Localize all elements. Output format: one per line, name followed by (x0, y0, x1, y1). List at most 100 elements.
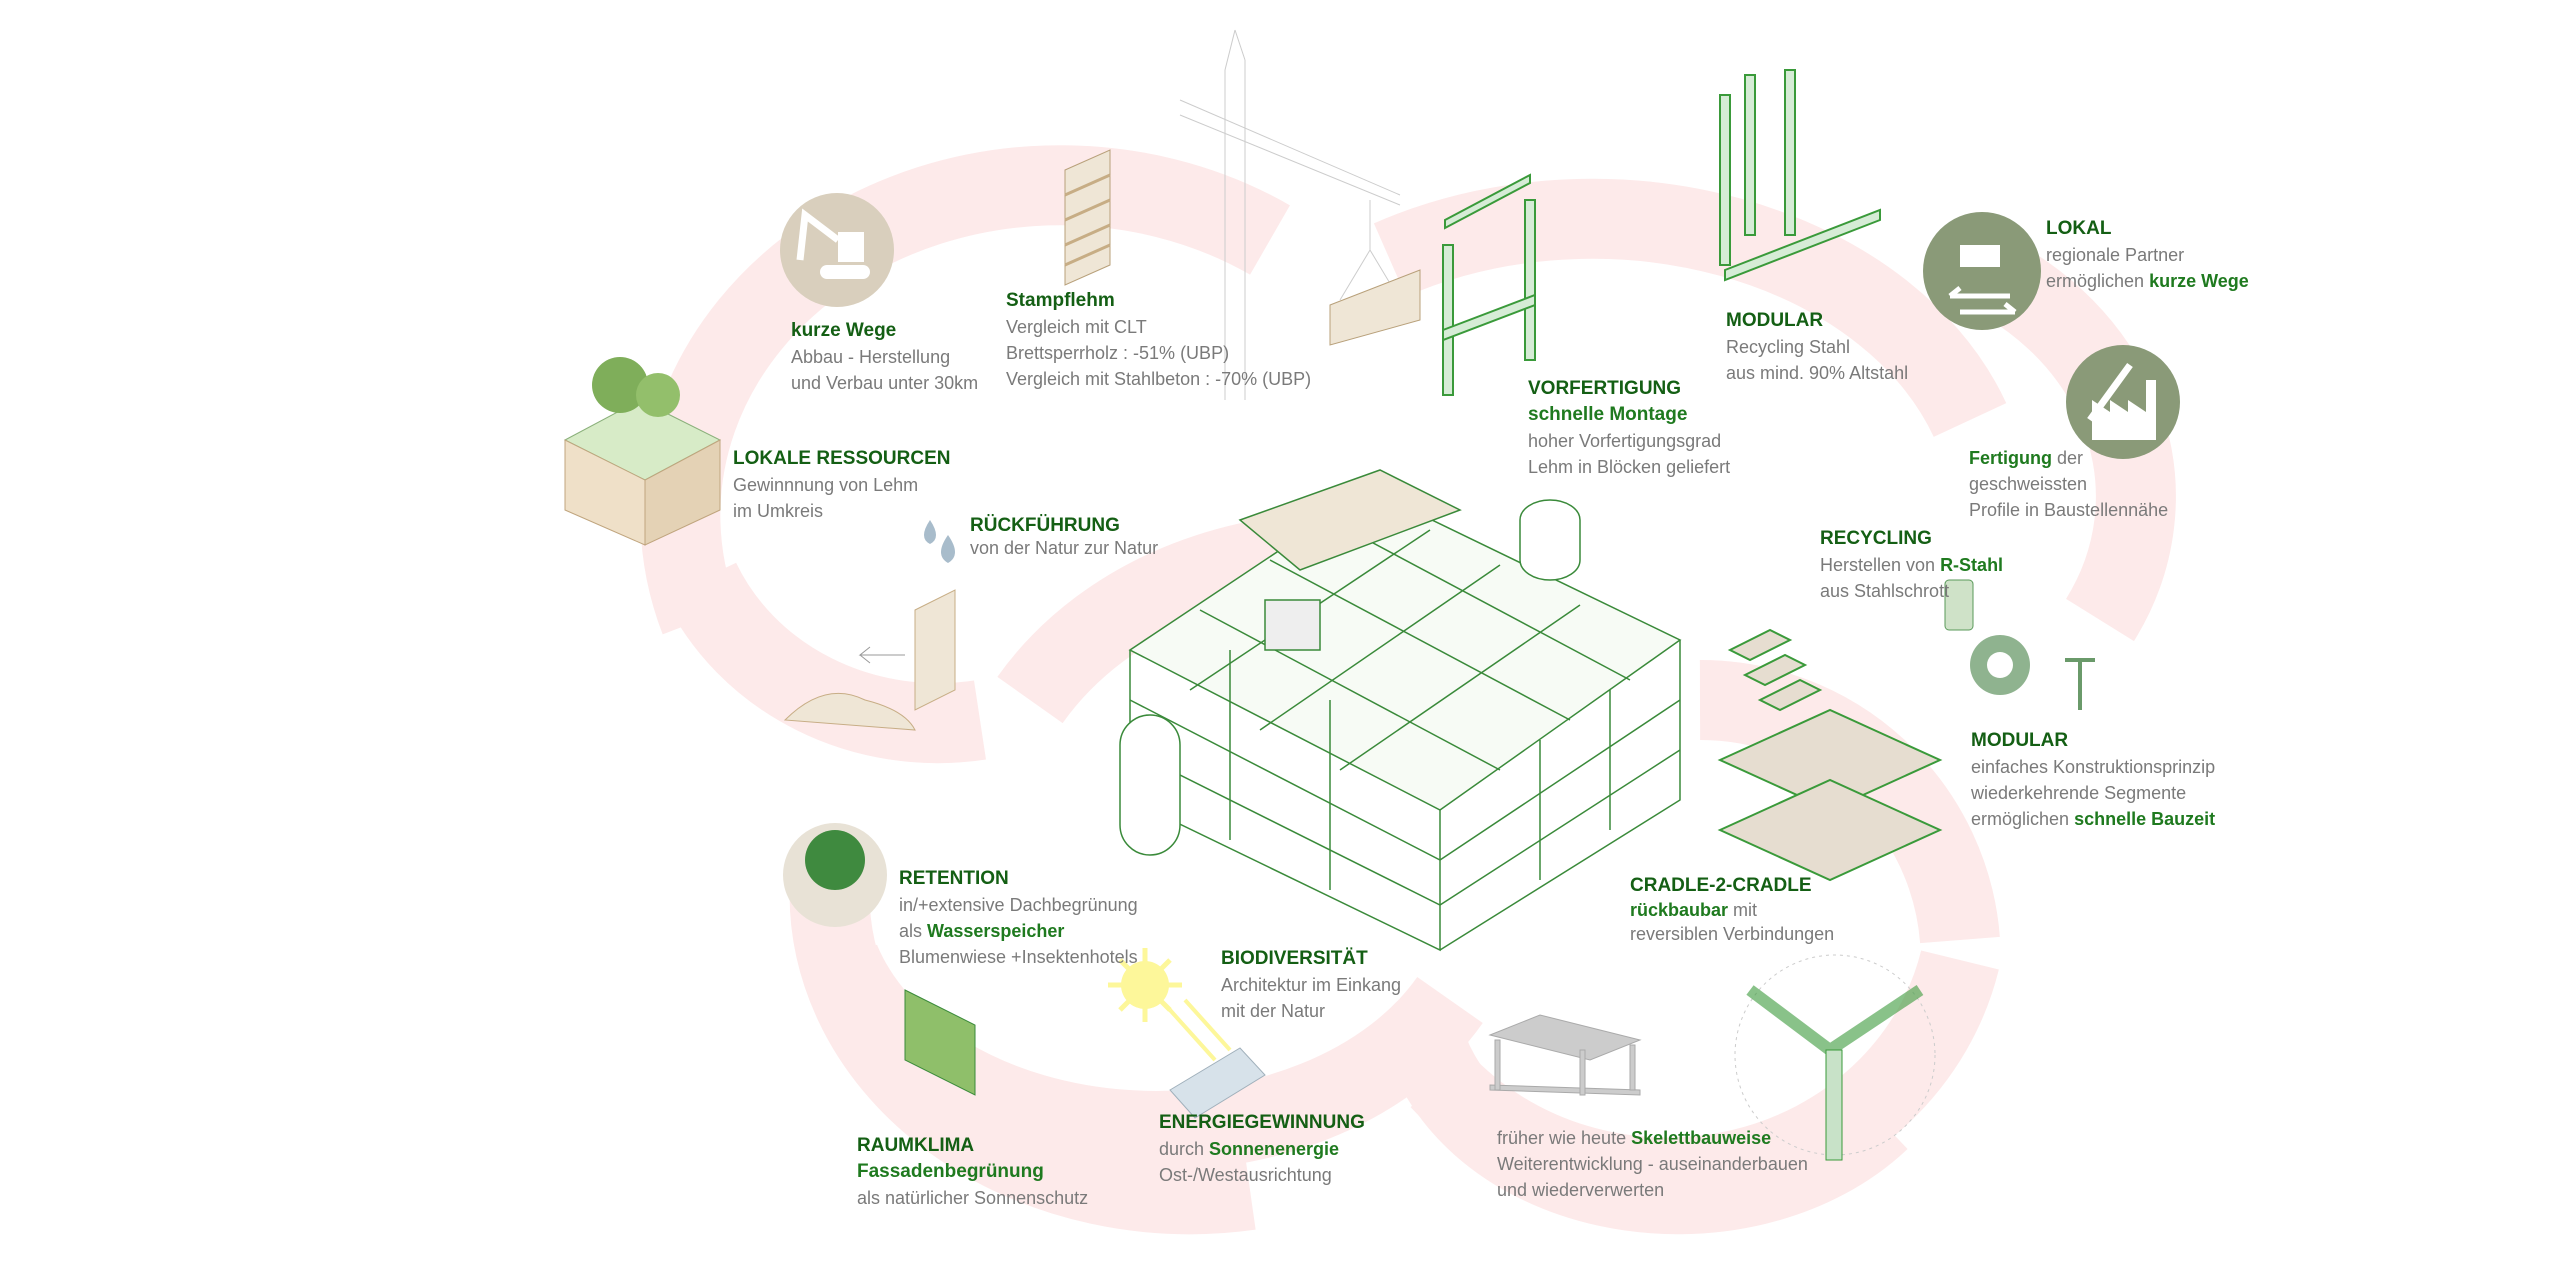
cycle-arc (789, 877, 1256, 1235)
annotation-line: Gewinnnung von Lehm (733, 472, 950, 498)
annotation-line: Blumenwiese +Insektenhotels (899, 944, 1138, 970)
annotation-line: von der Natur zur Natur (970, 537, 1158, 559)
truck-transport-icon (1923, 212, 2041, 330)
annotation-title: BIODIVERSITÄT (1221, 948, 1368, 969)
highlight-text: Sonnenenergie (1209, 1139, 1340, 1159)
body-text: und Verbau unter 30km (791, 373, 979, 393)
annotation-line: Recycling Stahl (1726, 334, 1908, 360)
annotation-line: und Verbau unter 30km (791, 370, 978, 396)
water-drops-icon (924, 520, 955, 563)
annotation-title: MODULAR (1726, 310, 1824, 331)
body-text: ermöglichen (2046, 271, 2150, 291)
annotation-subtitle: schnelle Montage (1528, 404, 1688, 425)
annotation-line: ermöglichen schnelle Bauzeit (1971, 806, 2215, 832)
body-text: ermöglichen (1971, 809, 2075, 829)
annotation-line: mit der Natur (1221, 998, 1401, 1024)
sun-icon (1108, 948, 1232, 1062)
body-text: Brettsperrholz : -51% (UBP) (1006, 343, 1230, 363)
body-text: Ost-/Westausrichtung (1159, 1165, 1332, 1185)
annotation-lokale-ressourcen: LOKALE RESSOURCEN Gewinnnung von Lehm im U… (733, 446, 950, 524)
annotation-title: RÜCKFÜHRUNG (970, 515, 1120, 536)
highlight-text: rückbaubar (1630, 900, 1729, 920)
annotation-line: Herstellen von R-Stahl (1820, 552, 2003, 578)
highlight-text: kurze Wege (2149, 271, 2249, 291)
annotation-line: Profile in Baustellennähe (1969, 497, 2168, 523)
arrow-left-icon (858, 646, 905, 664)
annotation-line: früher wie heute Skelettbauweise (1497, 1125, 1808, 1151)
annotation-line: geschweissten (1969, 471, 2168, 497)
annotation-subtitle: Fassadenbegrünung (857, 1161, 1044, 1182)
annotation-line: in/+extensive Dachbegrünung (899, 892, 1138, 918)
solar-panel-illustration (1169, 1047, 1266, 1119)
annotation-line: regionale Partner (2046, 242, 2249, 268)
annotation-line: ermöglichen kurze Wege (2046, 268, 2249, 294)
annotation-line: und wiederverwerten (1497, 1177, 1808, 1203)
annotation-line: als Wasserspeicher (899, 918, 1138, 944)
annotation-line: reversiblen Verbindungen (1630, 922, 1834, 946)
annotation-title: LOKALE RESSOURCEN (733, 448, 951, 469)
annotation-title: CRADLE-2-CRADLE (1630, 875, 1812, 896)
earth-return-illustration (783, 589, 956, 731)
green-roof-illustration (783, 823, 887, 927)
annotation-line: Weiterentwicklung - auseinanderbauen (1497, 1151, 1808, 1177)
annotation-line: Lehm in Blöcken geliefert (1528, 454, 1730, 480)
body-text: einfaches Konstruktionsprinzip (1971, 757, 2216, 777)
body-text: mit (1728, 900, 1758, 920)
annotation-line: Abbau - Herstellung (791, 344, 978, 370)
body-text: als (899, 921, 928, 941)
annotation-line: einfaches Konstruktionsprinzip (1971, 754, 2215, 780)
steel-frame (1442, 69, 1881, 396)
body-text: früher wie heute (1497, 1128, 1632, 1148)
highlight-text: schnelle Bauzeit (2074, 809, 2216, 829)
annotation-title: Stampflehm (1006, 290, 1115, 311)
modular-panels (1717, 628, 1943, 882)
soil-cube-with-trees (563, 357, 722, 546)
body-text: durch (1159, 1139, 1210, 1159)
body-text: und wiederverwerten (1497, 1180, 1665, 1200)
body-text: hoher Vorfertigungsgrad (1528, 431, 1722, 451)
highlight-text: Wasserspeicher (927, 921, 1065, 941)
annotation-line: Brettsperrholz : -51% (UBP) (1006, 340, 1311, 366)
cycle-arc (1380, 1012, 1908, 1235)
body-text: reversiblen Verbindungen (1630, 924, 1835, 944)
body-text: im Umkreis (733, 501, 823, 521)
excavator-icon (780, 193, 894, 307)
annotation-line: als natürlicher Sonnenschutz (857, 1185, 1088, 1211)
body-text: geschweissten (1969, 474, 2088, 494)
skeleton-building-illustration (1488, 1014, 1642, 1096)
body-text: von der Natur zur Natur (970, 538, 1159, 558)
body-text: als natürlicher Sonnenschutz (857, 1188, 1089, 1208)
annotation-line: Ost-/Westausrichtung (1159, 1162, 1365, 1188)
steel-joint-detail (1734, 954, 1936, 1161)
body-text: Gewinnnung von Lehm (733, 475, 919, 495)
annotation-line: im Umkreis (733, 498, 950, 524)
annotation-line: Vergleich mit CLT (1006, 314, 1311, 340)
green-facade-illustration (904, 989, 976, 1096)
annotation-line: Fertigung der (1969, 445, 2168, 471)
gear-icon (1970, 635, 2030, 695)
annotation-title: RECYCLING (1820, 528, 1932, 549)
crane-illustration (1179, 29, 1421, 400)
body-text: regionale Partner (2046, 245, 2185, 265)
body-text: aus mind. 90% Altstahl (1726, 363, 1909, 383)
building-axonometry (1119, 469, 1682, 952)
body-text: Weiterentwicklung - auseinanderbauen (1497, 1154, 1808, 1174)
body-text: mit der Natur (1221, 1001, 1326, 1021)
annotation-title: kurze Wege (791, 320, 897, 341)
body-text: in/+extensive Dachbegrünung (899, 895, 1138, 915)
highlight-text: Fertigung (1969, 448, 2052, 468)
annotation-title: MODULAR (1971, 730, 2069, 751)
screw-icon (2065, 658, 2095, 710)
annotation-line: durch Sonnenenergie (1159, 1136, 1365, 1162)
annotation-line: aus mind. 90% Altstahl (1726, 360, 1908, 386)
